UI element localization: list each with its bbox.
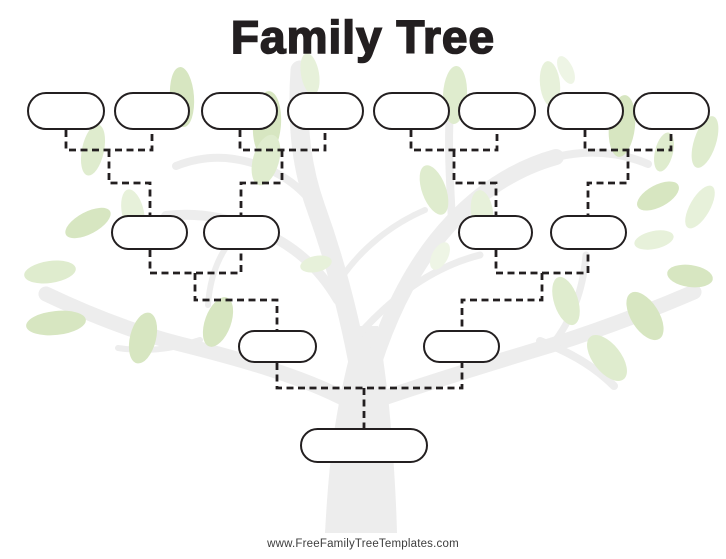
name-field-grandparent-3[interactable] (458, 215, 533, 250)
connector-greatgrandparents-pair1 (64, 130, 154, 215)
connector-greatgrandparents-pair3 (409, 130, 499, 215)
name-field-greatgrandparent-6[interactable] (458, 92, 536, 130)
name-field-greatgrandparent-3[interactable] (201, 92, 278, 130)
name-field-self[interactable] (300, 428, 428, 463)
name-field-grandparent-1[interactable] (111, 215, 188, 250)
name-field-greatgrandparent-1[interactable] (27, 92, 105, 130)
name-field-greatgrandparent-7[interactable] (547, 92, 624, 130)
connector-lines (64, 130, 673, 428)
name-field-parent-1[interactable] (238, 330, 317, 363)
connector-greatgrandparents-pair4 (583, 130, 673, 215)
page-title: Family Tree (230, 11, 496, 63)
connector-grandparents-right (460, 250, 590, 330)
name-field-greatgrandparent-5[interactable] (373, 92, 450, 130)
name-field-parent-2[interactable] (423, 330, 500, 363)
footer-link[interactable]: www.FreeFamilyTreeTemplates.com (267, 538, 459, 550)
connector-greatgrandparents-pair2 (238, 130, 327, 215)
name-field-greatgrandparent-8[interactable] (633, 92, 710, 130)
connector-grandparents-left (148, 250, 279, 330)
name-field-grandparent-4[interactable] (550, 215, 627, 250)
connector-parents (275, 363, 464, 428)
name-field-greatgrandparent-2[interactable] (114, 92, 190, 130)
name-field-greatgrandparent-4[interactable] (287, 92, 364, 130)
name-field-grandparent-2[interactable] (203, 215, 280, 250)
